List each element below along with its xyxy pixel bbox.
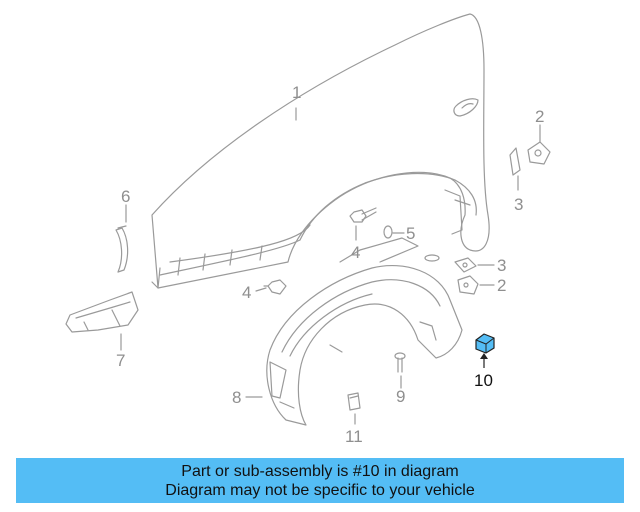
callout-2-mid: 2 bbox=[497, 276, 507, 295]
callout-3-upper: 3 bbox=[514, 195, 524, 214]
highlighted-part-10 bbox=[475, 333, 495, 368]
callout-6: 6 bbox=[121, 187, 131, 206]
banner-line-1: Part or sub-assembly is #10 in diagram bbox=[181, 463, 459, 480]
grommet-part-5 bbox=[383, 225, 440, 262]
callout-2-upper: 2 bbox=[535, 107, 545, 126]
banner-line-2: Diagram may not be specific to your vehi… bbox=[165, 482, 475, 499]
shield-part-7 bbox=[65, 291, 139, 333]
callout-11: 11 bbox=[345, 427, 363, 446]
screw-part-9 bbox=[394, 352, 406, 373]
callout-5: 5 bbox=[406, 224, 416, 243]
parts-diagram bbox=[65, 13, 551, 426]
clip-part-3-mid bbox=[454, 257, 477, 273]
callout-4-lower: 4 bbox=[242, 283, 252, 302]
fender-part bbox=[151, 13, 490, 289]
bolt-part-4-lower bbox=[263, 279, 287, 295]
callout-10: 10 bbox=[474, 371, 493, 390]
info-banner: Part or sub-assembly is #10 in diagram D… bbox=[16, 458, 624, 503]
bracket-part-2-mid bbox=[457, 275, 479, 295]
callout-8: 8 bbox=[232, 388, 242, 407]
callout-4-upper: 4 bbox=[351, 243, 361, 262]
callout-9: 9 bbox=[396, 387, 406, 406]
callout-7: 7 bbox=[116, 351, 126, 370]
trim-strip-part-6 bbox=[115, 225, 129, 273]
bracket-part-2-upper bbox=[509, 141, 551, 176]
callout-3-mid: 3 bbox=[497, 256, 507, 275]
bolt-part-4-upper bbox=[349, 207, 377, 223]
leader-lines bbox=[120, 107, 541, 425]
fender-liner-part-8 bbox=[266, 237, 463, 426]
callout-1: 1 bbox=[292, 83, 302, 102]
clip-part-11 bbox=[347, 392, 361, 411]
